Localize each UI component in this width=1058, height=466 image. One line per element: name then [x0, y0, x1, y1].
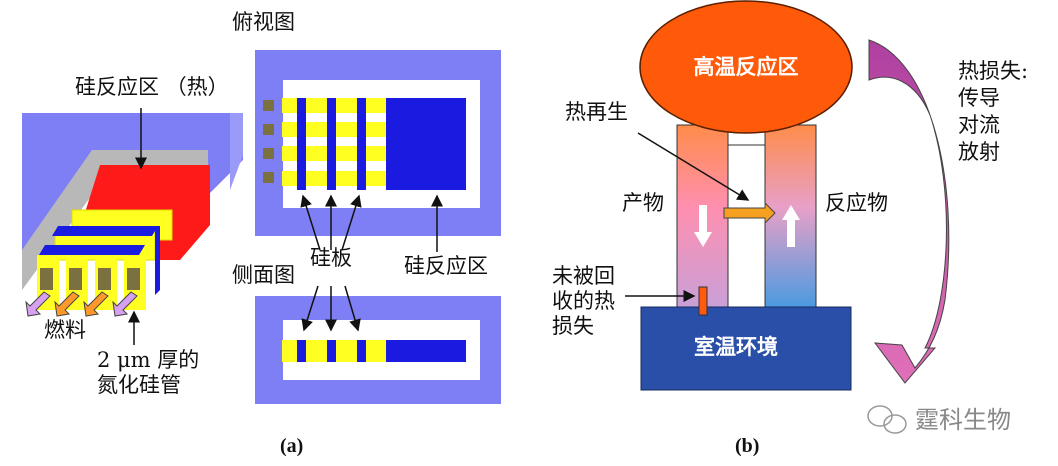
products-label: 产物: [622, 191, 664, 215]
reactor-label: 硅反应区: [404, 254, 488, 278]
room-temp-label: 室温环境: [694, 335, 778, 359]
heat-loss-convection: 对流: [958, 113, 1000, 137]
tube-label-line1: 2 μm 厚的: [97, 348, 199, 372]
heat-regen-arrow: [723, 201, 776, 225]
hot-zone-label: 高温反应区: [694, 55, 799, 79]
fuel-arrow: [25, 291, 51, 317]
unrecovered-line3: 损失: [552, 314, 594, 338]
fuel-arrow: [83, 291, 109, 317]
tube-label-line2: 氮化硅管: [97, 373, 181, 397]
caption-a: (a): [280, 435, 303, 457]
reactant-up-arrow: [782, 205, 800, 247]
fuel-label: 燃料: [44, 318, 86, 342]
product-down-arrow: [694, 205, 712, 247]
unrecovered-line2: 收的热: [552, 289, 615, 313]
heat-loss-curve-arrow: [868, 39, 950, 384]
reactor-hot-label: 硅反应区 （热）: [75, 75, 229, 99]
unrecovered-line1: 未被回: [552, 264, 615, 288]
side-view: [255, 285, 501, 404]
heat-loss-title: 热损失:: [958, 59, 1028, 83]
caption-b: (b): [735, 435, 759, 457]
room-temp-box: [640, 306, 852, 391]
fuel-arrow: [54, 291, 80, 317]
top-view: [255, 50, 501, 252]
silicon-plate-label: 硅板: [310, 246, 352, 270]
side-view-title: 侧面图: [232, 263, 295, 287]
watermark: 霆科生物: [915, 406, 1011, 434]
fuel-arrow: [112, 291, 138, 317]
hot-zone: [639, 0, 853, 134]
thermal-diagram: [625, 0, 950, 391]
reactants-label: 反应物: [825, 191, 888, 215]
3d-microreactor: [22, 108, 243, 345]
heat-loss-conduction: 传导: [958, 86, 1000, 110]
heat-regen-label: 热再生: [565, 100, 628, 124]
top-view-title: 俯视图: [232, 10, 295, 34]
heat-loss-arrow: [698, 286, 708, 316]
wechat-icon: [867, 405, 907, 434]
heat-loss-radiation: 放射: [958, 140, 1000, 164]
